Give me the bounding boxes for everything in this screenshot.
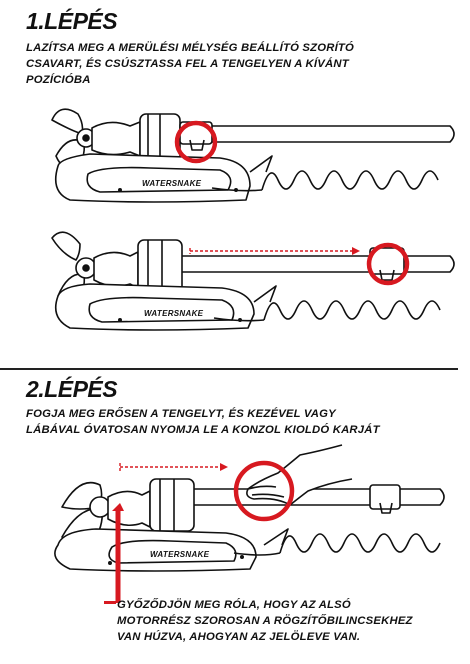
brand-logo: WATERSNAKE (144, 309, 204, 318)
note-line-2: MOTORRÉSZ SZOROSAN A RÖGZÍTŐBILINCSEKHEZ (117, 615, 413, 627)
figure-2-release-lever: WATERSNAKE (54, 444, 445, 603)
note-marker (104, 601, 116, 604)
step1-line-2: CSAVART, ÉS CSÚSZTASSA FEL A TENGELYEN A… (26, 58, 349, 70)
brand-logo: WATERSNAKE (142, 179, 202, 188)
note-line-3: VAN HÚZVA, AHOGYAN AZ JELÖLEVE VAN. (117, 631, 361, 643)
step2-title: 2.LÉPÉS (26, 376, 118, 402)
step1-line-1: LAZÍTSA MEG A MERÜLÉSI MÉLYSÉG BEÁLLÍTÓ … (26, 42, 355, 54)
figure-1b-clamp-moved: WATERSNAKE (51, 231, 455, 331)
step1-line-3: POZÍCIÓBA (26, 74, 91, 86)
highlight-circle (174, 120, 218, 164)
figure-1a-motor-clamp-loose: WATERSNAKE (51, 108, 455, 203)
highlight-circle-hand (233, 460, 295, 522)
brand-logo: WATERSNAKE (150, 550, 210, 559)
step2-line-2: LÁBÁVAL ÓVATOSAN NYOMJA LE A KONZOL KIOL… (26, 424, 380, 436)
step1-instructions: LAZÍTSA MEG A MERÜLÉSI MÉLYSÉG BEÁLLÍTÓ … (26, 40, 354, 88)
step2-instructions: FOGJA MEG ERŐSEN A TENGELYT, ÉS KEZÉVEL … (26, 406, 380, 438)
step2-line-1: FOGJA MEG ERŐSEN A TENGELYT, ÉS KEZÉVEL … (26, 408, 336, 420)
highlight-circle (366, 242, 410, 286)
note-line-1: GYŐZŐDJÖN MEG RÓLA, HOGY AZ ALSÓ (117, 599, 351, 611)
section-divider (0, 368, 458, 370)
note-text: GYŐZŐDJÖN MEG RÓLA, HOGY AZ ALSÓ MOTORRÉ… (117, 597, 413, 645)
step1-title: 1.LÉPÉS (26, 8, 118, 34)
